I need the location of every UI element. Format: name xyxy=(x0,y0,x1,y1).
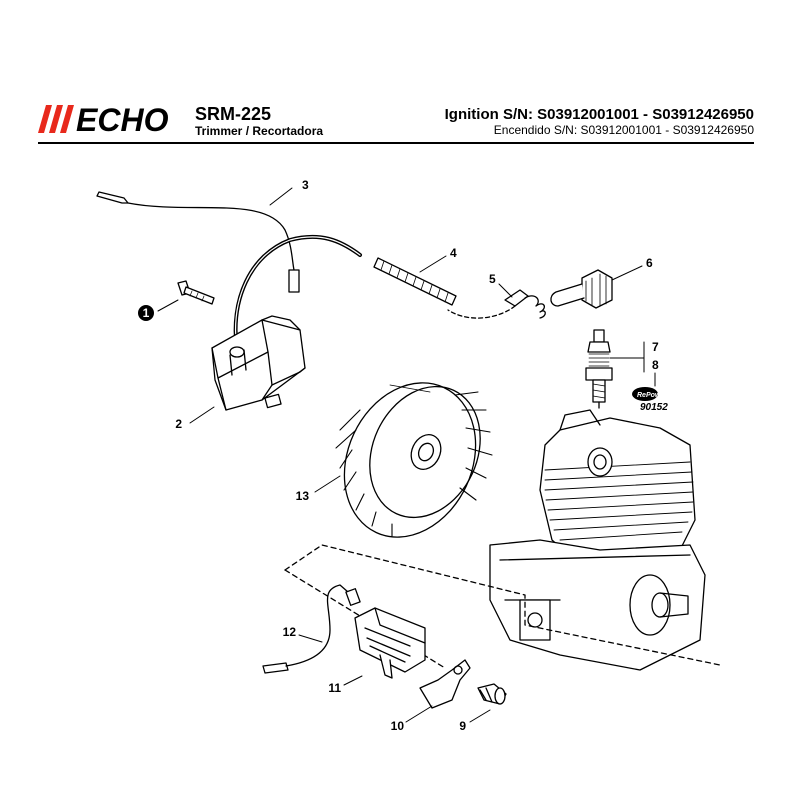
part-13-flywheel[interactable] xyxy=(320,361,501,558)
assembly-outline xyxy=(284,544,721,666)
model-number: SRM-225 xyxy=(195,104,272,124)
callout-6[interactable]: 6 xyxy=(646,256,653,270)
diagram-header: ECHO SRM-225 Trimmer / Recortadora Ignit… xyxy=(0,0,800,150)
echo-logo-text: ECHO xyxy=(76,103,169,135)
page-title: Ignition S/N: S03912001001 - S0391242695… xyxy=(444,106,754,123)
part-6-plug-cap[interactable] xyxy=(550,269,613,309)
part-1-bolt[interactable] xyxy=(177,280,215,305)
echo-logo: ECHO xyxy=(38,103,169,135)
callout-9[interactable]: 9 xyxy=(459,719,466,733)
page-subtitle: Encendido S/N: S03912001001 - S039124269… xyxy=(493,123,754,137)
callout-12[interactable]: 12 xyxy=(283,625,297,639)
callout-10[interactable]: 10 xyxy=(391,719,405,733)
part-5-spring[interactable] xyxy=(447,289,546,319)
part-11-switch-bracket[interactable] xyxy=(354,607,426,679)
repower-badge: RePower 90152 xyxy=(632,387,668,413)
callout-1-marker xyxy=(138,305,154,321)
part-2-ignition-coil[interactable] xyxy=(211,315,306,411)
callout-1[interactable]: 1 xyxy=(143,306,150,320)
model-description: Trimmer / Recortadora xyxy=(195,124,324,138)
header-rule xyxy=(38,142,754,144)
repower-part-number: 90152 xyxy=(640,402,668,413)
part-7-8-spark-plug[interactable] xyxy=(585,329,613,409)
callout-7[interactable]: 7 xyxy=(652,340,659,354)
part-10-plate[interactable] xyxy=(419,659,471,709)
leader-lines xyxy=(157,187,656,723)
callout-4[interactable]: 4 xyxy=(450,246,457,260)
callout-11[interactable]: 11 xyxy=(328,681,341,695)
callout-2[interactable]: 2 xyxy=(175,417,182,431)
part-4-tube[interactable] xyxy=(373,257,457,306)
part-9-screw[interactable] xyxy=(477,683,507,705)
repower-brand: RePower xyxy=(637,392,668,399)
callout-3[interactable]: 3 xyxy=(302,178,309,192)
part-3-lead-wire[interactable] xyxy=(96,191,362,352)
callout-8[interactable]: 8 xyxy=(652,358,659,372)
engine-assembly xyxy=(489,409,706,671)
callout-5[interactable]: 5 xyxy=(489,272,496,286)
callout-13[interactable]: 13 xyxy=(296,489,310,503)
part-12-stop-wire[interactable] xyxy=(262,584,361,674)
